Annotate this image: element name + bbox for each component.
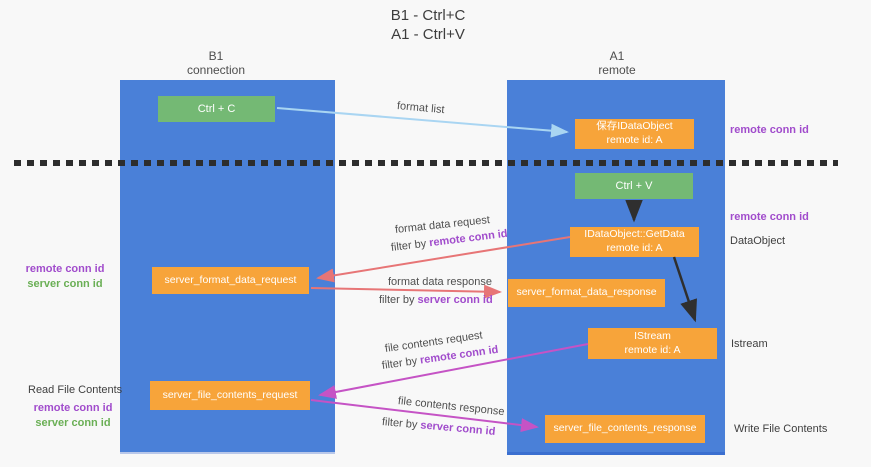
label-file-contents-response: file contents response [397,395,506,419]
left-server-conn-id-top: server conn id [27,278,103,290]
label-format-data-response: format data response [388,276,492,288]
lane-b1-name: B1 [208,49,224,63]
label-write-file-contents: Write File Contents [734,423,828,435]
title-line-1: B1 - Ctrl+C [390,7,466,24]
arrow-format-data-response [310,284,502,299]
node-idataobject-getdata: IDataObject::GetData remote id: A [570,227,699,257]
left-server-conn-id-bottom: server conn id [35,417,111,429]
format-request-label: server_format_data_request [164,273,297,286]
lane-b1-subtitle: connection [186,63,246,77]
node-server-file-contents-response: server_file_contents_response [545,415,705,443]
label-read-file-contents: Read File Contents [28,384,123,396]
ctrl-c-label: Ctrl + C [197,103,236,115]
format-response-label: server_format_data_response [516,286,657,299]
node-server-format-data-response: server_format_data_response [508,279,665,307]
label-filter-by-server-conn-id-format: filter by server conn id [379,294,493,306]
server-conn-id-highlight: server conn id [417,294,493,306]
lane-a1-subtitle: remote [598,63,636,77]
label-istream: Istream [731,338,768,350]
filter-by-text: filter by [381,416,421,432]
diagram-title: B1 - Ctrl+C A1 - Ctrl+V [328,6,528,44]
right-remote-conn-id-top: remote conn id [730,124,809,136]
label-filter-by-server-conn-id-file: filter by server conn id [381,416,495,438]
node-server-format-data-request: server_format_data_request [152,267,309,294]
save-dataobject-line2: remote id: A [606,134,663,146]
left-remote-conn-id-top: remote conn id [25,263,105,275]
server-conn-id-highlight: server conn id [419,419,496,438]
label-dataobject: DataObject [730,235,786,247]
istream-line1: IStream [634,329,671,342]
file-request-label: server_file_contents_request [162,388,298,401]
getdata-line1: IDataObject::GetData [584,228,685,241]
node-server-file-contents-request: server_file_contents_request [150,381,310,410]
left-conn-id-stack-top: remote conn id server conn id [22,262,108,292]
label-format-list: format list [396,100,446,117]
node-ctrl-v: Ctrl + V [575,173,693,199]
node-ctrl-c: Ctrl + C [158,96,275,122]
node-save-dataobject: 保存IDataObject remote id: A [575,119,694,149]
getdata-line2: remote id: A [606,242,663,254]
save-dataobject-line1: 保存IDataObject [596,120,673,133]
left-remote-conn-id-bottom: remote conn id [33,402,113,414]
lane-header-a1: A1 remote [557,49,677,77]
filter-by-text: filter by [381,354,421,372]
right-remote-conn-id-mid: remote conn id [730,211,809,223]
node-istream: IStream remote id: A [588,328,717,359]
ctrl-v-label: Ctrl + V [615,180,653,192]
file-response-label: server_file_contents_response [553,422,697,435]
title-line-2: A1 - Ctrl+V [391,26,465,43]
filter-by-text: filter by [379,294,418,306]
left-conn-id-stack-bottom: remote conn id server conn id [27,401,119,431]
filter-by-text: filter by [390,237,430,254]
lane-header-b1: B1 connection [156,49,276,77]
lane-a1-name: A1 [609,49,625,63]
istream-line2: remote id: A [624,343,681,356]
